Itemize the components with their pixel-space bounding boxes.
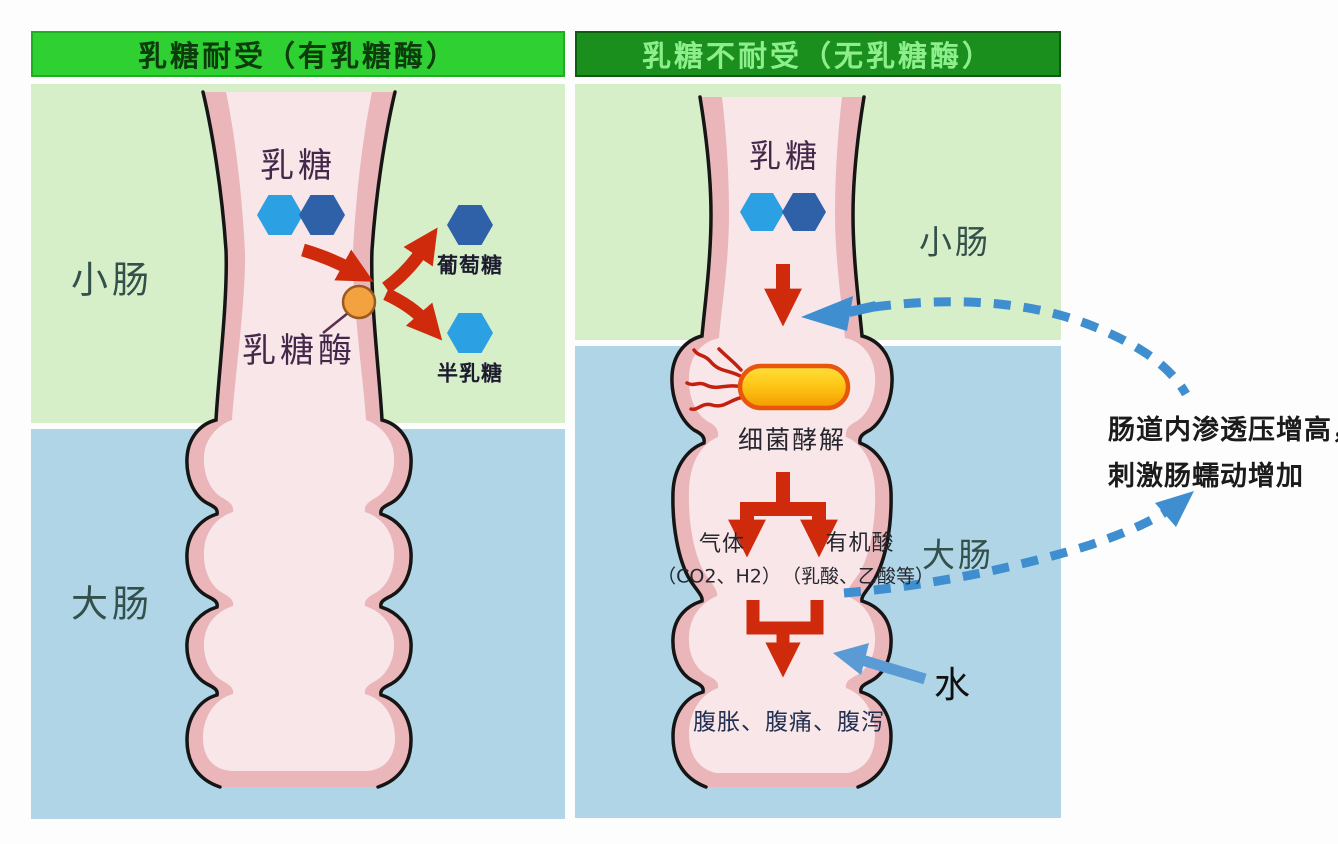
fermentation-split-arrow-icon xyxy=(728,472,838,558)
left-small-intestine-label: 小肠 xyxy=(71,258,153,302)
gas-label: 气体 xyxy=(698,532,746,557)
right-lactose-label: 乳糖 xyxy=(748,137,822,175)
annotation-line2: 刺激肠蠕动增加 xyxy=(1108,461,1304,492)
split-to-glucose-arrow-icon xyxy=(382,227,438,294)
left-panel-title: 乳糖耐受（有乳糖酶） xyxy=(137,39,458,73)
left-large-intestine-label: 大肠 xyxy=(71,582,153,626)
glucose-label: 葡萄糖 xyxy=(437,253,503,278)
bacterial-fermentation-label: 细菌酵解 xyxy=(737,425,847,455)
lactase-enzyme-icon xyxy=(322,284,377,334)
gas-detail-label: （CO2、H2） xyxy=(657,565,781,588)
galactose-label: 半乳糖 xyxy=(437,361,503,386)
lactase-label: 乳糖酶 xyxy=(242,331,356,371)
osmotic-feedback-arrow-bottom-icon xyxy=(843,491,1194,598)
right-panel-title: 乳糖不耐受（无乳糖酶） xyxy=(641,39,994,73)
glucose-molecule-icon xyxy=(447,205,493,245)
right-lactose-molecule-icon xyxy=(740,193,826,231)
left-lactose-molecule-icon xyxy=(257,195,345,235)
right-intestine-diagram xyxy=(670,95,894,789)
right-large-intestine-label: 大肠 xyxy=(922,535,994,575)
water-arrow-icon xyxy=(833,643,927,685)
converge-arrow-icon xyxy=(746,600,824,678)
annotation-line1: 肠道内渗透压增高， xyxy=(1108,415,1338,446)
symptoms-label: 腹胀、腹痛、腹泻 xyxy=(693,709,885,736)
split-to-galactose-arrow-icon xyxy=(383,288,443,341)
organic-acid-label: 有机酸 xyxy=(825,531,895,556)
left-intestine-diagram xyxy=(185,90,413,789)
right-panel-header: 乳糖不耐受（无乳糖酶） xyxy=(575,31,1061,77)
left-lactose-label: 乳糖 xyxy=(260,146,336,186)
osmotic-feedback-arrow-top-icon xyxy=(801,296,1190,397)
water-label: 水 xyxy=(933,665,971,706)
lactose-to-lactase-arrow-icon xyxy=(301,243,374,282)
bacterium-icon xyxy=(685,347,851,412)
organic-acid-detail-label: （乳酸、乙酸等） xyxy=(781,565,935,588)
right-small-intestine-label: 小肠 xyxy=(919,222,991,262)
galactose-molecule-icon xyxy=(447,313,493,353)
left-panel-header: 乳糖耐受（有乳糖酶） xyxy=(31,31,565,77)
